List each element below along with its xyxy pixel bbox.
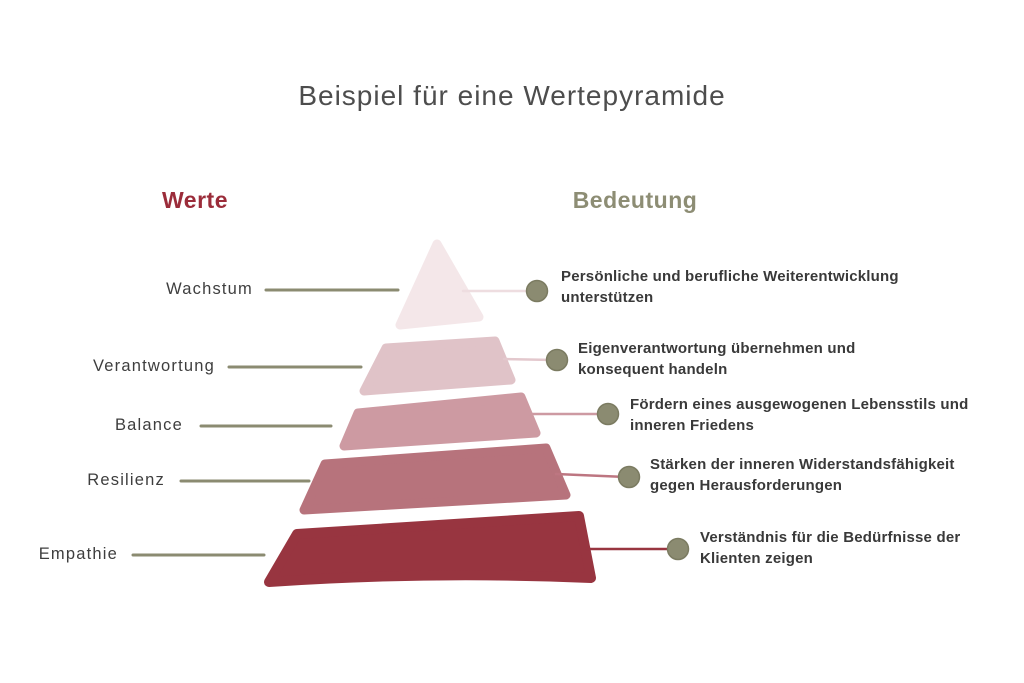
description-connector-lines (461, 289, 676, 551)
connector-line-verantwortung (502, 357, 556, 362)
pyramid-layer-balance (339, 392, 541, 451)
pyramid-layer-verantwortung (359, 336, 516, 396)
connector-dot-empathie (666, 537, 690, 561)
description-empathie: Verständnis für die Bedürfnisse der Klie… (700, 529, 961, 567)
description-wachstum: Persönliche und berufliche Weiterentwick… (561, 268, 899, 306)
description-resilienz: Stärken der inneren Widerstandsfähigkeit… (650, 456, 955, 494)
pyramid-layer-wachstum (395, 239, 484, 330)
pyramid-layer-empathie (264, 511, 596, 587)
value-label-resilienz: Resilienz (87, 471, 165, 489)
column-header-werte: Werte (162, 187, 228, 213)
page-title: Beispiel für eine Wertepyramide (298, 80, 726, 111)
description-verantwortung: Eigenverantwortung übernehmen und konseq… (578, 340, 856, 378)
connector-dot-verantwortung (545, 348, 569, 372)
column-header-bedeutung: Bedeutung (572, 187, 698, 213)
connector-line-resilienz (554, 472, 628, 479)
value-label-balance: Balance (114, 416, 183, 434)
connector-dot-wachstum (525, 279, 549, 303)
connector-dots (525, 279, 690, 561)
connector-dot-balance (596, 402, 620, 426)
label-leader-lines (131, 288, 400, 557)
value-label-verantwortung: Verantwortung (92, 357, 215, 375)
connector-dot-resilienz (617, 465, 641, 489)
value-label-empathie: Empathie (38, 545, 118, 563)
pyramid-layer-resilienz (299, 443, 571, 515)
value-label-wachstum: Wachstum (166, 280, 253, 298)
description-balance: Fördern eines ausgewogenen Lebensstils u… (630, 396, 969, 434)
